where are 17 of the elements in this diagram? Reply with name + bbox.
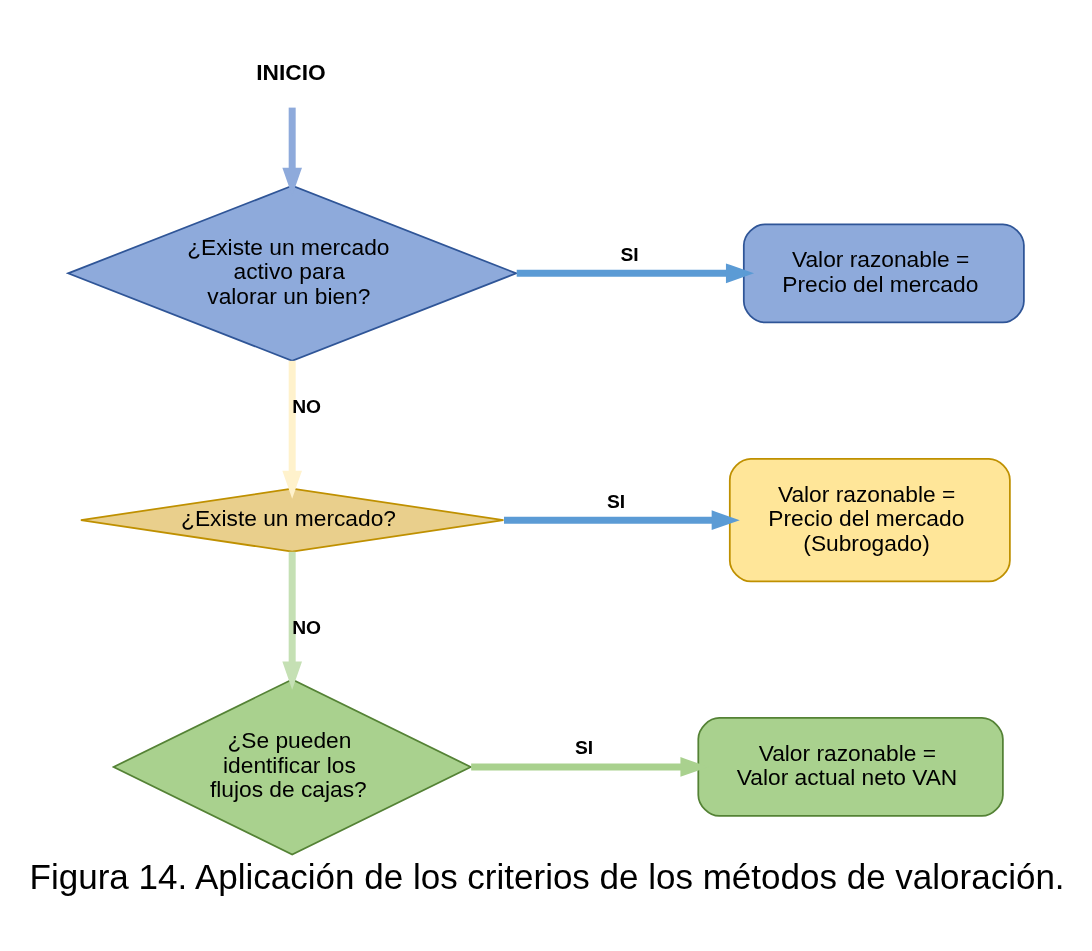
node-diamond: ¿Existe un mercado? bbox=[80, 487, 505, 553]
node-box: Valor razonable = Valor actual neto VAN bbox=[697, 717, 1004, 817]
edge-label: NO bbox=[292, 396, 322, 418]
node-diamond: ¿Se pueden identificar los flujos de cajas? bbox=[111, 678, 473, 856]
node-text: INICIO bbox=[256, 58, 326, 85]
arrow bbox=[282, 360, 302, 499]
edge-label: SI bbox=[606, 490, 626, 512]
arrow bbox=[504, 510, 740, 530]
arrow bbox=[282, 551, 302, 690]
edge-label: SI bbox=[620, 243, 639, 265]
node-box: Valor razonable = Precio del mercado (Subrogado) bbox=[728, 458, 1011, 583]
node-box: Valor razonable = Precio del mercado bbox=[742, 223, 1025, 324]
edge-label: SI bbox=[574, 737, 594, 759]
edge-label: NO bbox=[292, 616, 322, 638]
arrow bbox=[516, 263, 755, 284]
node-diamond: ¿Existe un mercado activo para valorar un bien? bbox=[65, 184, 519, 362]
caption: Figura 14. Aplicación de los criterios de los métodos de valoración. bbox=[29, 857, 1065, 897]
